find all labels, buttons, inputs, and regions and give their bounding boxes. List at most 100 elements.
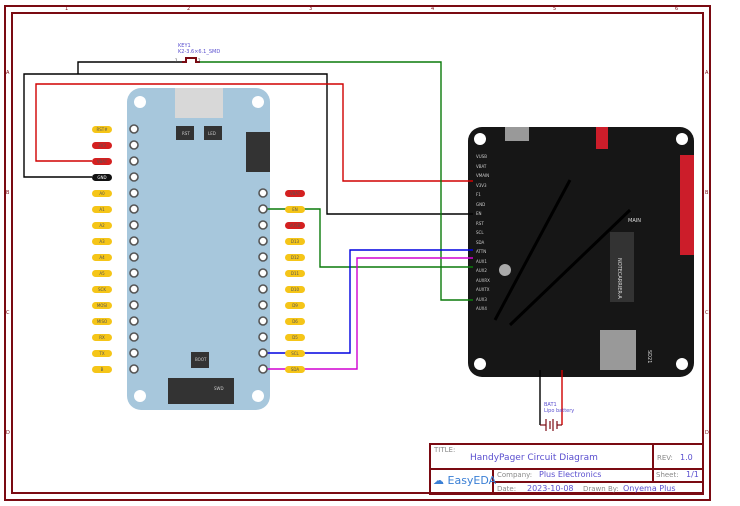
battery-ref: BAT1 — [544, 402, 557, 408]
battery-symbol — [540, 419, 562, 431]
frame-row-label: B — [705, 190, 709, 196]
pin-label-left: VBAT — [92, 157, 112, 165]
pin-label-right: D5 — [285, 333, 305, 341]
notecarrier-pin-label: RST — [476, 220, 484, 226]
pin-label-right: D12 — [285, 253, 305, 261]
pin-label-left: MISO — [92, 317, 112, 325]
pin-pad — [129, 300, 139, 310]
feather-board — [127, 88, 270, 410]
pin-label-left: A1 — [92, 205, 112, 213]
gnd-wire — [23, 73, 473, 215]
frame-column-label: 6 — [675, 6, 679, 12]
sheet-label: Sheet: — [656, 471, 679, 479]
notecarrier-board — [468, 127, 694, 377]
frame-column-label: 3 — [309, 6, 313, 12]
pin-label-left: SCK — [92, 285, 112, 293]
pin-pad — [129, 268, 139, 278]
notecarrier-pin-label: F1 — [476, 192, 481, 197]
title-block-frame — [429, 443, 704, 495]
rst-button — [176, 126, 194, 140]
pin-pad — [129, 236, 139, 246]
pin-label-left: MOSI — [92, 301, 112, 309]
key-attn-wire — [200, 61, 473, 301]
pin-label-right: SDA — [285, 365, 305, 373]
pin-label-right: SCL — [285, 349, 305, 357]
key-ref: KEY1 — [178, 43, 191, 49]
pin-pad — [258, 268, 268, 278]
pin-pad — [129, 364, 139, 374]
rst-label: RST — [182, 131, 190, 136]
pin-pad — [258, 316, 268, 326]
pin-pad — [258, 300, 268, 310]
pin-pad — [129, 348, 139, 358]
pin-label-right: D10 — [285, 285, 305, 293]
pin-pad — [129, 220, 139, 230]
pin-pad — [258, 348, 268, 358]
frame-column-label: 5 — [553, 6, 557, 12]
pin-pad — [129, 284, 139, 294]
pin-pad — [258, 284, 268, 294]
pin-pad — [129, 188, 139, 198]
title-value: HandyPager Circuit Diagram — [470, 453, 598, 463]
pin-pad — [129, 124, 139, 134]
company-value: Plus Electronics — [539, 470, 602, 479]
pin-pad — [129, 316, 139, 326]
notecarrier-pin-label: VBAT — [476, 163, 487, 169]
notecarrier-pin-label: AUXRX — [476, 277, 490, 283]
pin-pad — [258, 252, 268, 262]
pin-label-left: A2 — [92, 221, 112, 229]
led-label: LED — [208, 131, 216, 136]
boot-label: BOOT — [195, 357, 207, 362]
pin-label-left: B — [92, 365, 112, 373]
date-value: 2023-10-08 — [527, 484, 574, 493]
key-part: K2-3.6×6.1_SMD — [178, 49, 221, 55]
pin-label-left: A0 — [92, 189, 112, 197]
drawn-by-label: Drawn By: — [583, 485, 619, 493]
pin-pad — [258, 236, 268, 246]
rev-value: 1.0 — [680, 453, 693, 462]
frame-row-label: C — [705, 310, 709, 316]
frame-row-label: C — [6, 310, 10, 316]
pin-label-left: A5 — [92, 269, 112, 277]
frame-column-label: 4 — [431, 6, 435, 12]
pin-label-left: GND — [92, 173, 112, 181]
notecarrier-pin-label: AUX1 — [476, 258, 487, 264]
pin-label-right: VUSB — [285, 221, 305, 229]
scl-wire — [263, 249, 473, 354]
pin-label-left: RX — [92, 333, 112, 341]
notecarrier-pin-label: AUX2 — [476, 268, 487, 273]
pin-pad — [129, 172, 139, 182]
key-pin1: 1 — [175, 58, 178, 63]
company-label: Company: — [497, 471, 533, 479]
battery-label: BAT1 Lipo battery — [544, 402, 574, 414]
boot-button — [191, 352, 209, 368]
notecarrier-pin-label: EN — [476, 211, 482, 216]
notecarrier-name: NOTECARRIER-A — [616, 258, 622, 299]
swd-label: SWD — [214, 386, 224, 391]
notecarrier-pin-label: GND — [476, 201, 486, 207]
frame-column-label: 1 — [65, 6, 69, 12]
sda-wire — [263, 257, 473, 370]
led — [204, 126, 222, 140]
notecarrier-pin-label: AUX3 — [476, 296, 487, 302]
battery-connector — [246, 132, 270, 172]
logo-text: EasyEDA — [447, 474, 497, 487]
frame-row-label: A — [705, 70, 709, 76]
pin-pad — [129, 140, 139, 150]
title-label: TITLE: — [434, 446, 456, 454]
pin-label-right: D6 — [285, 317, 305, 325]
notecarrier-pin-label: SCL — [476, 230, 484, 235]
pin-label-left: A3 — [92, 237, 112, 245]
notecarrier-version: SD21 — [646, 350, 652, 364]
frame-row-label: B — [6, 190, 10, 196]
frame-row-label: D — [705, 430, 709, 436]
notecarrier-pin-label: VMAIN — [476, 173, 490, 178]
notecarrier-pin-label: SDA — [476, 239, 485, 245]
frame-row-label: A — [6, 70, 10, 76]
notecarrier-pin-label: AUX4 — [476, 306, 487, 311]
easyeda-logo: ☁ EasyEDA — [433, 474, 497, 487]
outer-frame — [4, 5, 711, 501]
pin-pad — [129, 332, 139, 342]
